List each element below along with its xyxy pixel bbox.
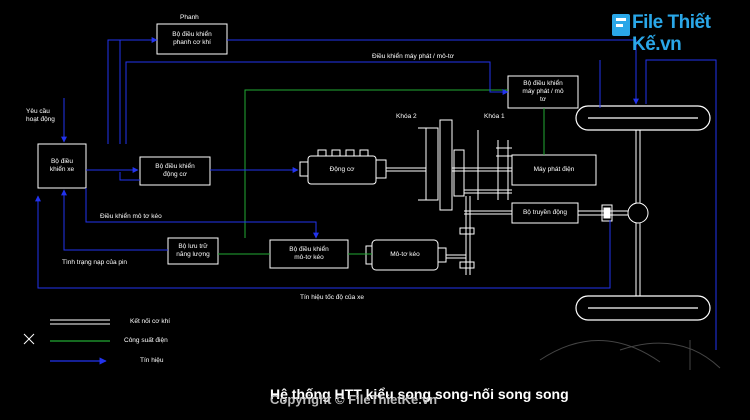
generator-motor-controller-label: Bộ điều khiển máy phát / mô tơ (522, 80, 564, 103)
speed-signal-label: Tín hiệu tốc độ của xe (300, 294, 364, 301)
gen-motor-control-label: Điều khiển máy phát / mô-tơ (372, 53, 454, 60)
charge-state-label: Tình trạng nạp của pin (62, 259, 128, 266)
engine-controller-label: Bộ điều khiển động cơ (155, 163, 195, 178)
clutch-1-label: Khóa 1 (484, 113, 505, 120)
watermark-arcs (539, 340, 721, 370)
axle (578, 130, 649, 296)
legend-signal-label: Tín hiệu (140, 357, 164, 364)
rear-wheel (575, 295, 711, 321)
transmission-box (511, 202, 579, 224)
front-wheel (575, 105, 711, 131)
generator-label: Máy phát điện (533, 166, 575, 173)
energy-storage-label: Bộ lưu trữ năng lượng (176, 243, 210, 258)
legend (23, 319, 110, 365)
engine-label: Động cơ (329, 166, 355, 173)
brake-label: Phanh (180, 14, 199, 21)
vehicle-controller-label: Bộ điều khiển xe (49, 158, 75, 173)
energy-storage-box (167, 237, 219, 265)
copyright-watermark: Copyright © FileThietKe.vn (270, 392, 438, 407)
diagram-caption: Hệ thống HTT kiểu song song-nối song son… (270, 386, 569, 402)
brake-controller-label: Bộ điều khiển phanh cơ khí (172, 31, 212, 46)
gearbox (386, 119, 512, 275)
driver-request-label: Yêu cầu hoạt động (26, 108, 55, 123)
engine-shape (299, 149, 387, 185)
legend-mechanical-label: Kết nối cơ khí (130, 318, 171, 325)
logo-mark (612, 14, 630, 36)
vehicle-controller-box (37, 143, 87, 189)
motor-controller-label: Bộ điều khiển mô-tơ kéo (289, 246, 329, 261)
site-logo: File Thiết Kế.vn (632, 12, 711, 55)
signal-lines (35, 37, 717, 350)
electrical-lines (218, 89, 545, 255)
motor-label: Mô-tơ kéo (390, 251, 420, 258)
motor-control-label: Điều khiển mô tơ kéo (100, 213, 162, 220)
engine-controller-box (139, 156, 211, 186)
clutch-2-label: Khóa 2 (396, 113, 417, 120)
transmission-label: Bộ truyền động (522, 209, 568, 216)
generator-box (511, 154, 597, 186)
legend-electrical-label: Công suất điện (124, 337, 168, 344)
